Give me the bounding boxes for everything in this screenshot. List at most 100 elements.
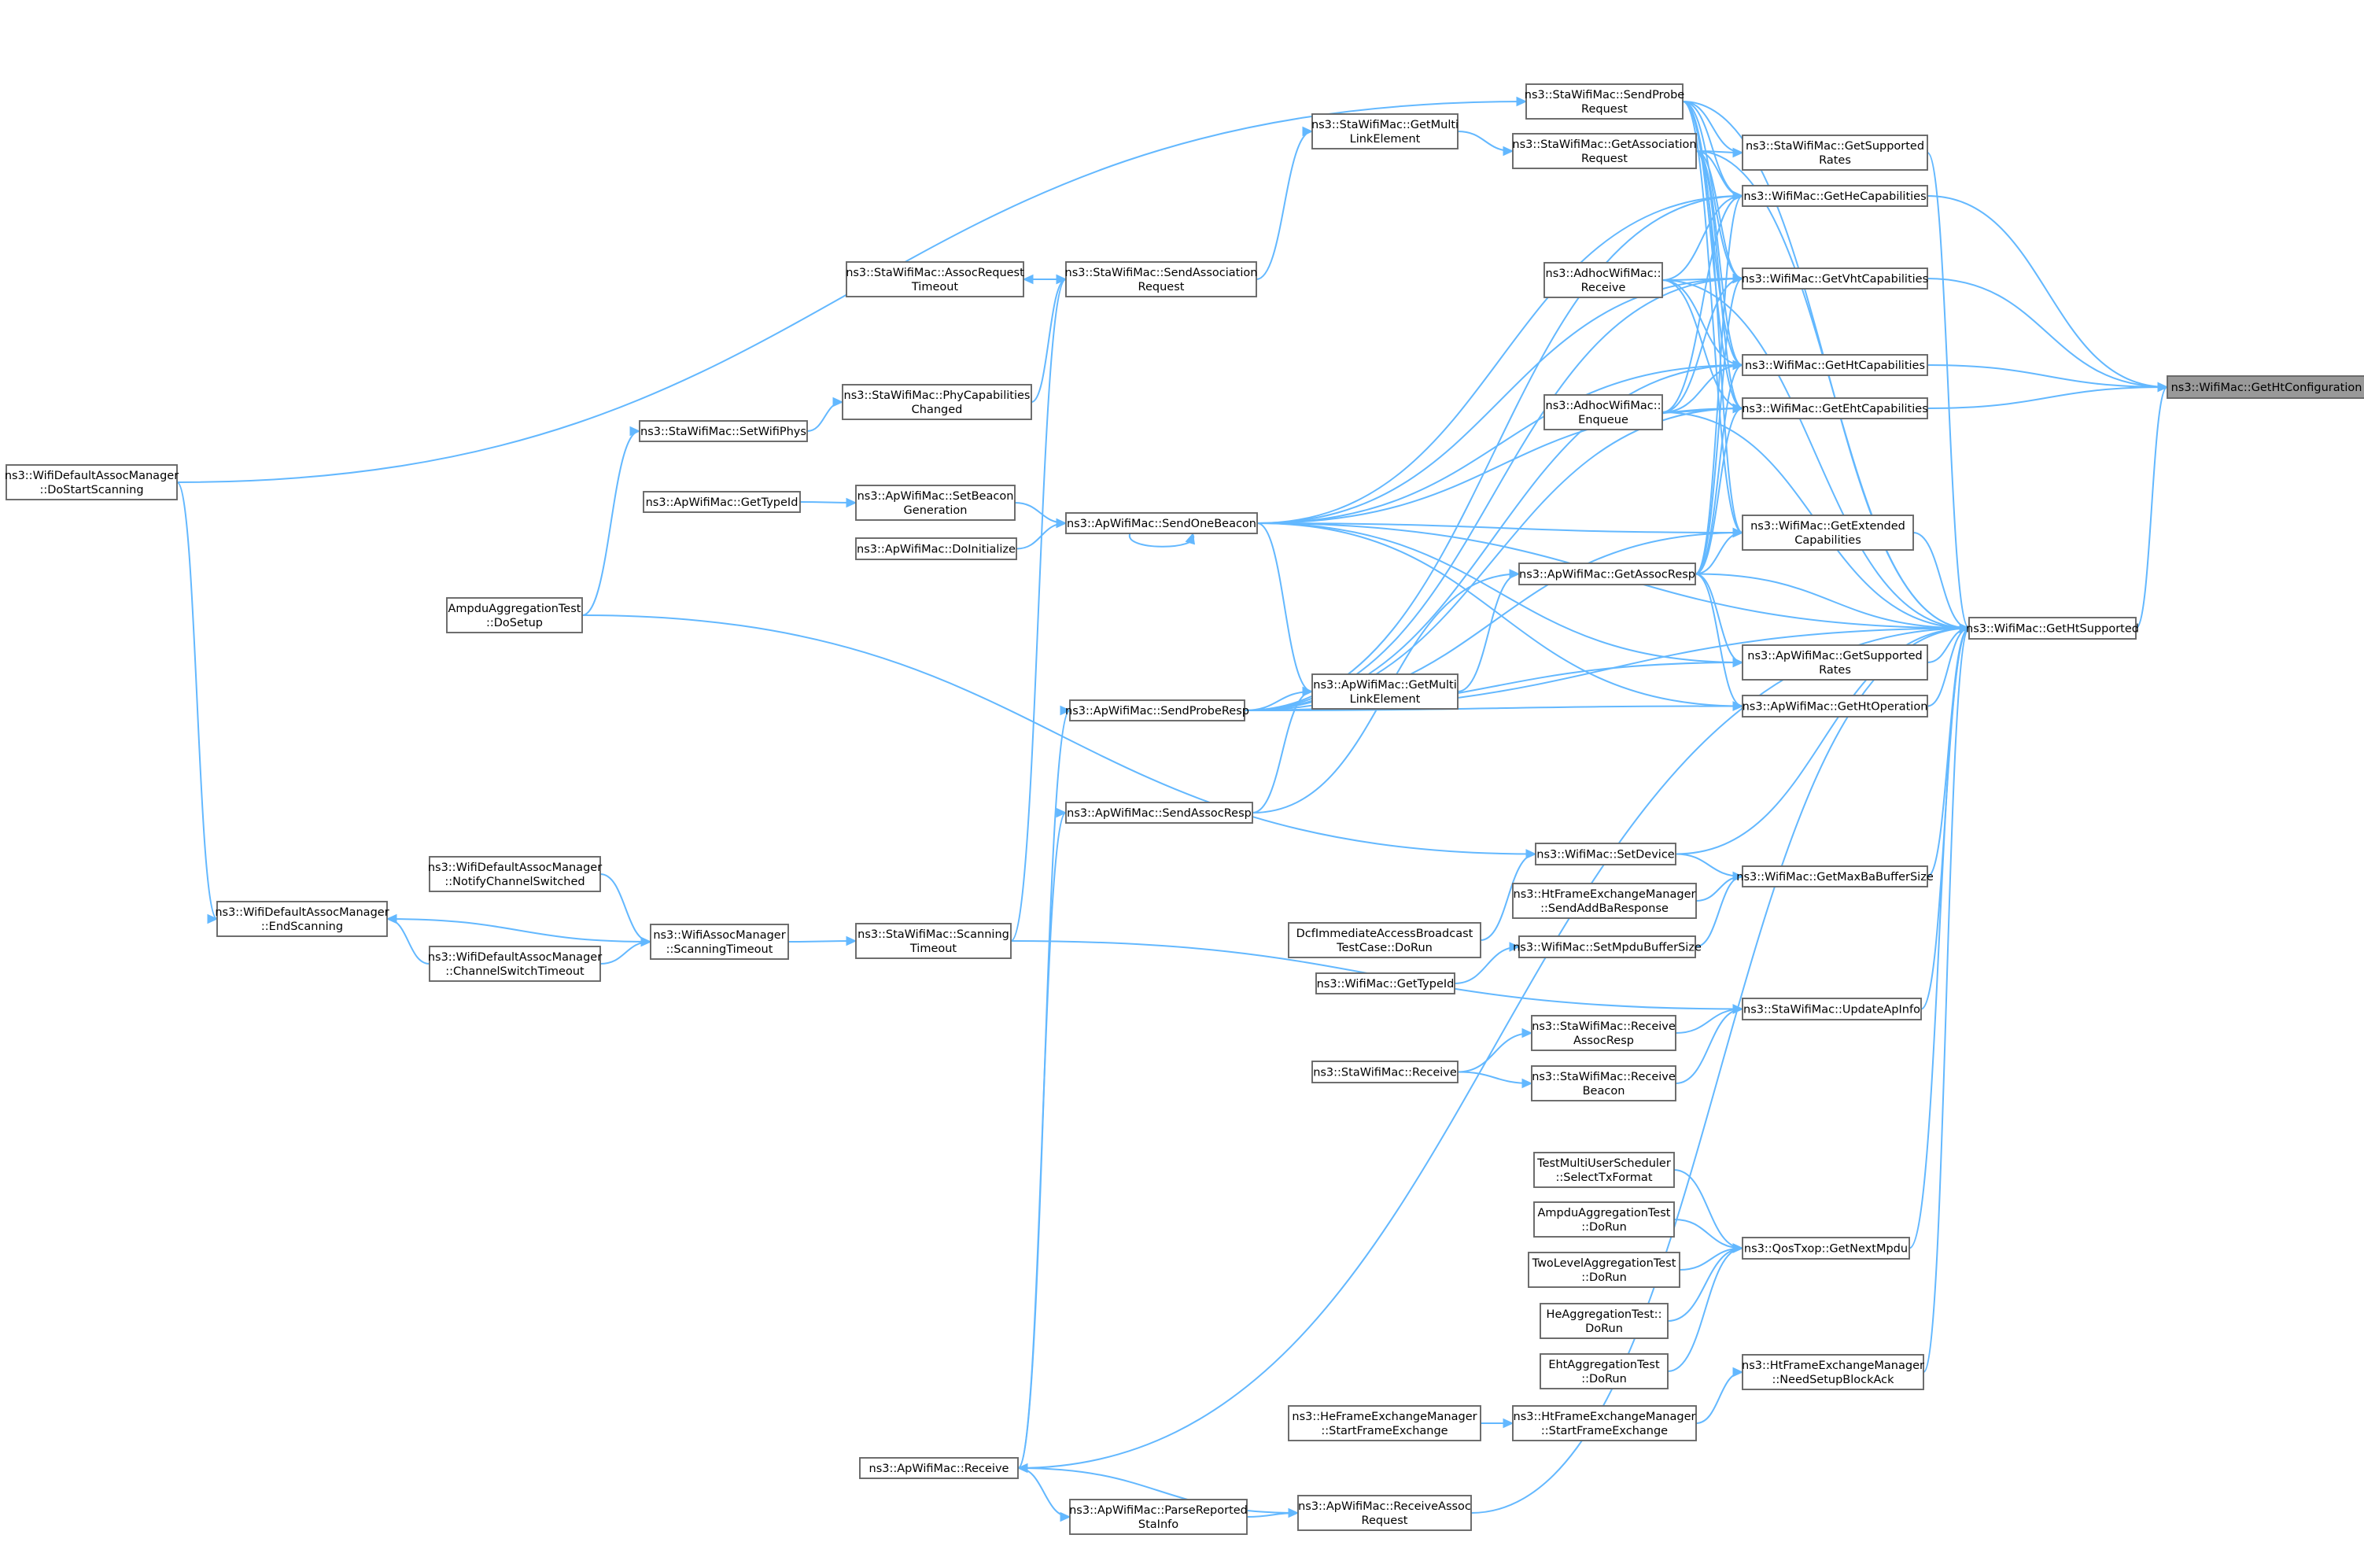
edge-sendOneBeacon-to-apGetMulti: [1256, 522, 1314, 697]
edge-apRecv-to-sendAssocResp: [1017, 807, 1068, 1469]
node-adhocRecv[interactable]: ns3::AdhocWifiMac::Receive: [1543, 262, 1663, 298]
node-nextMpdu[interactable]: ns3::QosTxop::GetNextMpdu: [1742, 1237, 1910, 1260]
edge-endScan-to-assocMgrScan: [386, 918, 652, 947]
node-setMpduBuf[interactable]: ns3::WifiMac::SetMpduBufferSize: [1513, 935, 1702, 958]
node-label: ns3::WifiDefaultAssocManager: [5, 470, 179, 482]
edge-sendProbeResp-to-heCap: [1244, 190, 1744, 711]
node-getAssocResp[interactable]: ns3::ApWifiMac::GetAssocResp: [1518, 563, 1696, 585]
call-nodes: ns3::WifiMac::GetHtConfigurationns3::Wif…: [5, 83, 2364, 1535]
node-sendOneBeacon[interactable]: ns3::ApWifiMac::SendOneBeacon: [1065, 512, 1258, 534]
node-updAp[interactable]: ns3::StaWifiMac::UpdateApInfo: [1742, 998, 1922, 1020]
node-heAggDoRun[interactable]: HeAggregationTest::DoRun: [1540, 1303, 1669, 1339]
node-htCap[interactable]: ns3::WifiMac::GetHtCapabilities: [1742, 354, 1928, 376]
node-label: ns3::WifiDefaultAssocManager: [428, 861, 602, 874]
edge-getAssocReq-to-htSup: [1695, 150, 1971, 633]
node-dcfDoRun[interactable]: DcfImmediateAccessBroadcastTestCase::DoR…: [1288, 922, 1481, 958]
node-label: ns3::StaWifiMac::SendProbe: [1525, 89, 1685, 101]
node-ehtCap[interactable]: ns3::WifiMac::GetEhtCapabilities: [1742, 397, 1928, 419]
node-label: ns3::WifiMac::GetHtSupported: [1966, 623, 2139, 636]
node-vhtCap[interactable]: ns3::WifiMac::GetVhtCapabilities: [1742, 267, 1928, 290]
node-testSelectTx[interactable]: TestMultiUserScheduler::SelectTxFormat: [1533, 1152, 1675, 1188]
node-htAddBa[interactable]: ns3::HtFrameExchangeManager::SendAddBaRe…: [1512, 883, 1697, 919]
node-heCap[interactable]: ns3::WifiMac::GetHeCapabilities: [1742, 185, 1928, 207]
node-assocMgrScan[interactable]: ns3::WifiAssocManager::ScanningTimeout: [650, 924, 789, 960]
node-ampduDoRun[interactable]: AmpduAggregationTest::DoRun: [1533, 1201, 1675, 1238]
node-apGetTypeId[interactable]: ns3::ApWifiMac::GetTypeId: [643, 491, 801, 513]
node-twoLevelDoRun[interactable]: TwoLevelAggregationTest::DoRun: [1528, 1252, 1680, 1288]
node-ehtAggDoRun[interactable]: EhtAggregationTest::DoRun: [1540, 1353, 1669, 1389]
node-chSwTimeout[interactable]: ns3::WifiDefaultAssocManager::ChannelSwi…: [428, 946, 602, 982]
node-label: ns3::StaWifiMac::GetSupported: [1746, 140, 1924, 153]
node-label: ns3::StaWifiMac::SetWifiPhys: [640, 426, 806, 438]
node-label: ns3::StaWifiMac::SendAssociation: [1065, 267, 1258, 279]
edge-assocMgrScan-to-scanTimeoutSta: [787, 935, 857, 946]
node-staRecv[interactable]: ns3::StaWifiMac::Receive: [1311, 1061, 1459, 1083]
node-label: ns3::HtFrameExchangeManager: [1514, 1411, 1696, 1423]
node-apDoInit[interactable]: ns3::ApWifiMac::DoInitialize: [855, 537, 1017, 560]
node-label: ::StartFrameExchange: [1541, 1425, 1668, 1437]
node-label: Request: [1581, 153, 1628, 165]
node-label: ns3::StaWifiMac::PhyCapabilities: [844, 389, 1031, 402]
node-label: ns3::ApWifiMac::Receive: [869, 1463, 1009, 1475]
node-doStartScan[interactable]: ns3::WifiDefaultAssocManager::DoStartSca…: [5, 464, 179, 500]
edge-htStartFx-to-needBa: [1695, 1367, 1744, 1424]
node-label: ::DoStartScanning: [39, 484, 143, 496]
node-root[interactable]: ns3::WifiMac::GetHtConfiguration: [2167, 375, 2364, 399]
edge-scanTimeoutSta-to-sendAssocReq: [1010, 274, 1068, 942]
edge-sendAssocResp-to-apGetMulti: [1252, 686, 1314, 814]
node-ampduDoSetup[interactable]: AmpduAggregationTest::DoSetup: [446, 597, 583, 633]
node-notifyChSw[interactable]: ns3::WifiDefaultAssocManager::NotifyChan…: [428, 856, 602, 892]
node-scanTimeoutSta[interactable]: ns3::StaWifiMac::ScanningTimeout: [855, 923, 1012, 959]
node-sendProbeResp[interactable]: ns3::ApWifiMac::SendProbeResp: [1065, 699, 1249, 721]
node-label: ::DoRun: [1581, 1221, 1627, 1234]
node-adhocEnq[interactable]: ns3::AdhocWifiMac::Enqueue: [1543, 394, 1663, 430]
node-label: ns3::WifiMac::GetExtended: [1750, 520, 1905, 533]
node-label: ns3::WifiMac::GetVhtCapabilities: [1742, 273, 1928, 286]
node-htOp[interactable]: ns3::ApWifiMac::GetHtOperation: [1742, 695, 1928, 718]
node-label: ns3::ApWifiMac::GetAssocResp: [1519, 569, 1695, 581]
node-label: Request: [1138, 281, 1185, 293]
node-needBa[interactable]: ns3::HtFrameExchangeManager::NeedSetupBl…: [1742, 1354, 1924, 1390]
node-endScan[interactable]: ns3::WifiDefaultAssocManager::EndScannin…: [215, 901, 389, 937]
node-label: ::DoRun: [1581, 1373, 1627, 1385]
node-label: Request: [1362, 1515, 1408, 1527]
node-wifiMacGetTypeId[interactable]: ns3::WifiMac::GetTypeId: [1315, 972, 1455, 994]
edge-parseSta-to-apRecvAssoc: [1246, 1507, 1300, 1518]
node-heStartFx[interactable]: ns3::HeFrameExchangeManager::StartFrameE…: [1288, 1405, 1481, 1441]
edge-vhtCap-to-root: [1927, 278, 2169, 393]
node-label: Timeout: [911, 281, 959, 293]
node-apRecv[interactable]: ns3::ApWifiMac::Receive: [859, 1457, 1019, 1479]
edge-staGetMulti-to-getAssocReq: [1457, 131, 1514, 157]
node-setWifiPhys[interactable]: ns3::StaWifiMac::SetWifiPhys: [639, 420, 808, 442]
edge-sendAssocReq-to-staGetMulti: [1256, 126, 1314, 280]
node-label: ns3::ApWifiMac::GetTypeId: [646, 496, 798, 509]
node-htSup[interactable]: ns3::WifiMac::GetHtSupported: [1966, 617, 2139, 640]
node-label: ns3::WifiMac::GetHeCapabilities: [1743, 190, 1926, 203]
edge-getAssocResp-to-apSupRates: [1695, 573, 1744, 668]
node-setDevice[interactable]: ns3::WifiMac::SetDevice: [1535, 843, 1676, 865]
node-maxBa[interactable]: ns3::WifiMac::GetMaxBaBufferSize: [1736, 865, 1934, 887]
node-label: Request: [1581, 103, 1628, 116]
node-htStartFx[interactable]: ns3::HtFrameExchangeManager::StartFrameE…: [1512, 1405, 1697, 1441]
node-label: ns3::WifiDefaultAssocManager: [215, 906, 389, 919]
node-label: ns3::ApWifiMac::ReceiveAssoc: [1298, 1500, 1471, 1513]
node-sendAssocResp[interactable]: ns3::ApWifiMac::SendAssocResp: [1065, 802, 1253, 824]
node-label: DcfImmediateAccessBroadcast: [1296, 928, 1473, 940]
edge-apGetTypeId-to-setBeaconGen: [799, 497, 857, 508]
node-label: ns3::StaWifiMac::Receive: [1532, 1071, 1676, 1083]
